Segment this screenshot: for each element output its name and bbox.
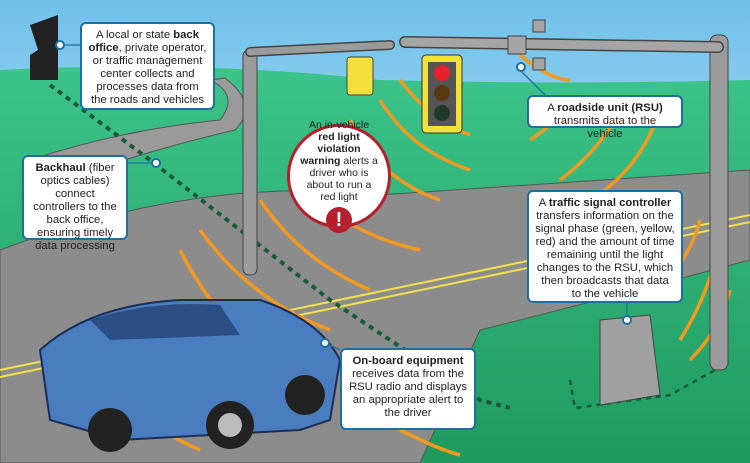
callout-text: A bbox=[538, 197, 549, 209]
car-wheel bbox=[88, 408, 132, 452]
rsu-callout: A roadside unit (RSU) transmits data to … bbox=[527, 95, 683, 140]
onboard-equipment-callout: On-board equipment receives data from th… bbox=[340, 348, 476, 430]
traffic-light-side bbox=[346, 56, 374, 96]
backhaul-callout: Backhaul (fiber optics cables) connect c… bbox=[22, 155, 128, 252]
callout-highlight: back office bbox=[88, 29, 199, 54]
callout-text: , private operator, or traffic managemen… bbox=[90, 42, 207, 106]
callout-text: transfers information on the signal phas… bbox=[535, 210, 675, 300]
callout-highlight: Backhaul bbox=[35, 162, 86, 174]
backhaul-cable bbox=[48, 83, 511, 410]
warning-icon: ! bbox=[326, 207, 352, 233]
callout-highlight: red light violation warning bbox=[300, 131, 361, 167]
callout-highlight: traffic signal controller bbox=[548, 197, 672, 209]
signal-pole-right bbox=[709, 34, 729, 371]
callout-text: receives data from the RSU radio and dis… bbox=[348, 368, 468, 419]
back-office-callout: A local or state back office, private op… bbox=[80, 22, 215, 110]
winding-road bbox=[28, 77, 246, 176]
callout-text: transmits data to the vehicle bbox=[553, 115, 657, 140]
callout-text: An in-vehicle bbox=[308, 119, 370, 131]
red-light-warning-callout: An in-vehicle red light violation warnin… bbox=[287, 119, 391, 233]
traffic-signal-controller-callout: A traffic signal controller transfers in… bbox=[527, 190, 683, 303]
callout-text: A local or state bbox=[96, 29, 174, 41]
rsu-device bbox=[507, 35, 527, 55]
signal-controller-cabinet bbox=[599, 314, 661, 406]
callout-text: alerts a driver who is about to run a re… bbox=[306, 155, 378, 203]
callout-highlight: On-board equipment bbox=[352, 355, 464, 367]
callout-highlight: roadside unit (RSU) bbox=[557, 102, 663, 114]
callout-text: A bbox=[547, 102, 558, 114]
back-office-building bbox=[30, 15, 58, 80]
red-light bbox=[434, 65, 450, 81]
callout-text: (fiber optics cables) connect controller… bbox=[33, 162, 117, 252]
signal-pole-left bbox=[242, 49, 258, 276]
